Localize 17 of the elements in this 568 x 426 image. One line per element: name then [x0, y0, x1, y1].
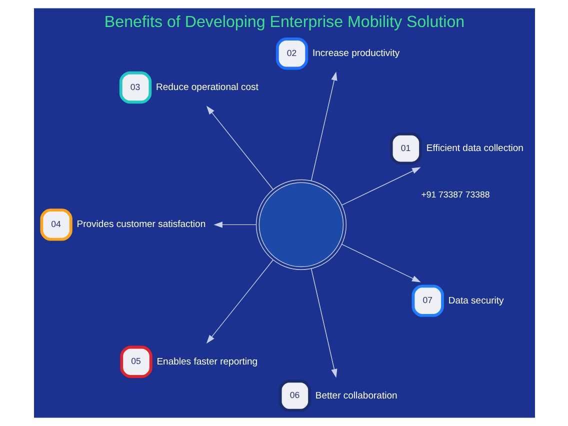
arrow [310, 268, 337, 378]
node-label: Provides customer satisfaction [76, 219, 206, 230]
arrow [206, 260, 273, 344]
arrow [310, 72, 337, 181]
arrow [341, 244, 420, 282]
arrow [213, 222, 256, 228]
node-picture [255, 179, 346, 270]
node-label: Data security [448, 295, 504, 306]
arrow [206, 106, 273, 190]
arrow [341, 167, 420, 206]
node-label: Better collaboration [314, 390, 397, 402]
diagram-title: Benefits of Developing Enterprise Mobility Solution [104, 13, 464, 32]
node-label: Reduce operational cost [156, 82, 258, 93]
node-label: Enables faster reporting [156, 356, 258, 368]
node-label: Efficient data collection [426, 143, 523, 154]
node-label: Increase productivity [312, 48, 400, 60]
label: +91 73387 73388 [420, 190, 490, 200]
